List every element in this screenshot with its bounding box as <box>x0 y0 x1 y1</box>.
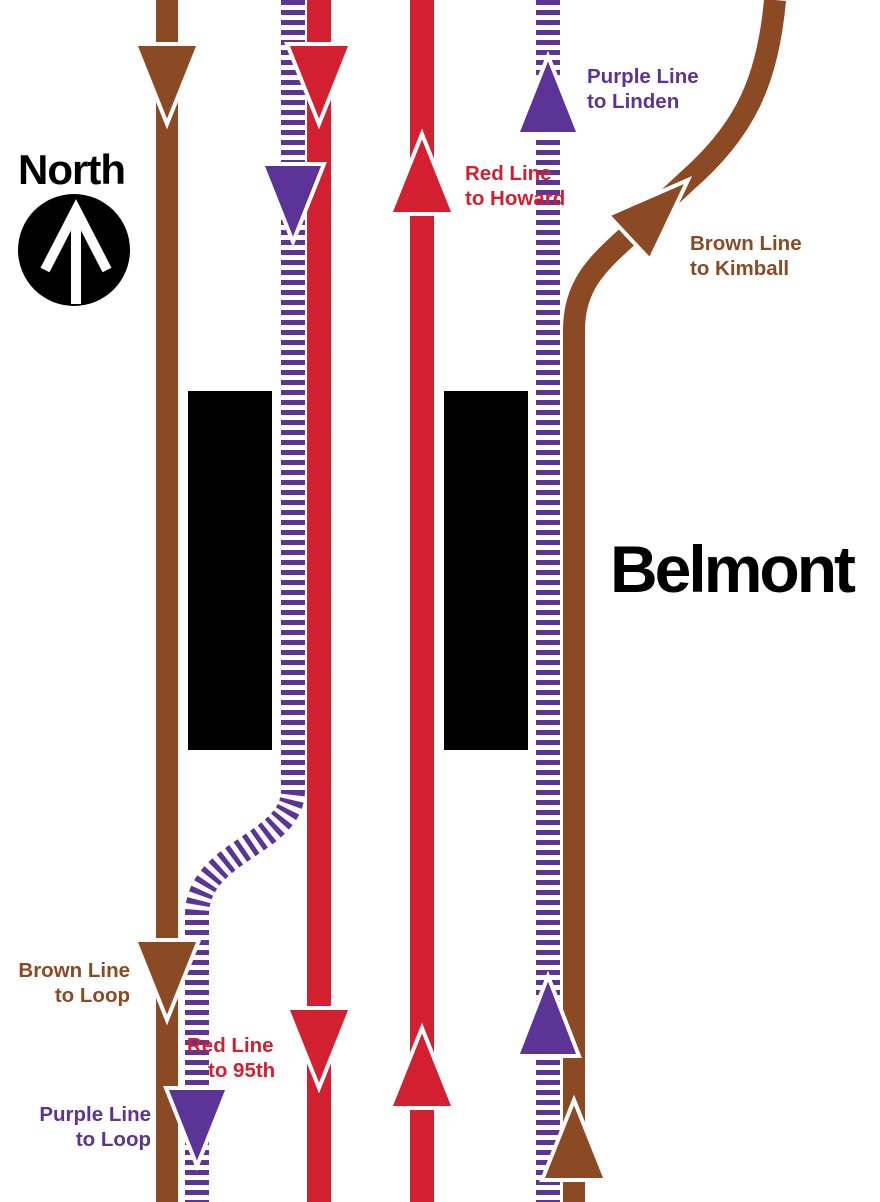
station-name: Belmont <box>610 532 856 606</box>
west-platform <box>188 391 272 750</box>
label-red-to-95th: Red Line to 95th <box>187 1034 275 1082</box>
brown-northbound-arrow-top <box>604 176 693 264</box>
brown-southbound-arrow-bottom <box>132 938 202 1026</box>
svg-text:Red Line: Red Line <box>187 1034 274 1057</box>
north-compass: North <box>18 146 130 306</box>
purple-northbound-arrow-top <box>514 50 582 136</box>
svg-text:to Loop: to Loop <box>76 1128 151 1151</box>
label-red-to-howard: Red Line to Howard <box>465 162 565 210</box>
brown-northbound-arrow-bottom <box>539 1094 609 1182</box>
svg-text:to 95th: to 95th <box>208 1059 275 1082</box>
svg-text:to Howard: to Howard <box>465 187 565 210</box>
label-brown-to-loop: Brown Line to Loop <box>18 959 130 1007</box>
svg-text:to Kimball: to Kimball <box>690 257 789 280</box>
north-arrow-icon <box>18 194 130 306</box>
svg-text:to Linden: to Linden <box>587 90 679 113</box>
svg-text:to Loop: to Loop <box>55 984 130 1007</box>
svg-text:Purple Line: Purple Line <box>587 65 699 88</box>
purple-northbound-arrow-bottom <box>514 970 582 1058</box>
label-purple-to-linden: Purple Line to Linden <box>587 65 699 113</box>
red-northbound-arrow-bottom <box>387 1022 457 1110</box>
purple-southbound-arrow-bottom <box>163 1086 231 1172</box>
red-northbound-arrow-top <box>387 128 457 216</box>
north-label: North <box>18 146 125 193</box>
label-brown-to-kimball: Brown Line to Kimball <box>690 232 802 280</box>
svg-text:Red Line: Red Line <box>465 162 552 185</box>
svg-text:Purple Line: Purple Line <box>39 1103 151 1126</box>
brown-southbound-arrow-top <box>132 42 202 130</box>
purple-southbound-track <box>185 0 305 1202</box>
label-purple-to-loop: Purple Line to Loop <box>39 1103 151 1151</box>
red-southbound-arrow-bottom <box>284 1006 354 1094</box>
east-platform <box>444 391 528 750</box>
purple-southbound-arrow-top <box>259 162 327 248</box>
svg-text:Brown Line: Brown Line <box>690 232 802 255</box>
svg-text:Brown Line: Brown Line <box>18 959 130 982</box>
red-southbound-arrow-top <box>284 42 354 130</box>
